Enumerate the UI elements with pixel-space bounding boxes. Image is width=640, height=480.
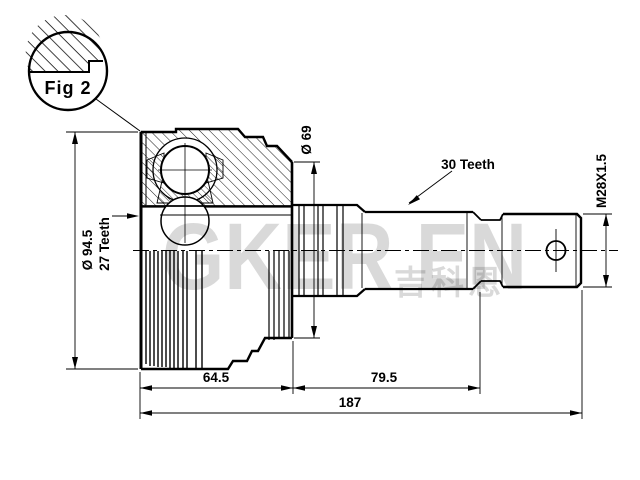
arrow-79-left	[293, 385, 305, 391]
dim-length-lines	[140, 387, 582, 414]
shaft	[293, 203, 583, 298]
dim-shoulder-diameter-label: Ø 69	[299, 125, 314, 154]
bubble-chord	[30, 60, 103, 73]
bubble-circle	[27, 30, 109, 112]
arrow-94-top	[72, 132, 78, 144]
dim-extension-lines	[139, 290, 583, 419]
dimension-lines	[66, 131, 612, 419]
figure-leader-line	[95, 98, 141, 132]
housing-bottom-profile	[141, 336, 292, 371]
arrow-69-top	[311, 162, 317, 174]
arrow-64-right	[281, 385, 293, 391]
arrow-64-left	[140, 385, 152, 391]
dim-housing-length-label: 64.5	[203, 370, 230, 385]
dim-94-lines	[66, 131, 138, 370]
spline-cylinder	[365, 210, 473, 291]
figure-bubble	[25, 15, 141, 132]
dim-69-lines	[294, 161, 320, 339]
arrow-187-right	[570, 410, 582, 416]
arrow-m28-bottom	[603, 275, 609, 287]
dim-shaft-length-label: 79.5	[371, 370, 398, 385]
arrow-69-bottom	[311, 326, 317, 338]
dim-overall-length-label: 187	[339, 395, 362, 410]
rear-step-lines	[268, 251, 290, 340]
dim-inner-spline-label: 27 Teeth	[97, 217, 112, 271]
dim-shaft-spline-label: 30 Teeth	[441, 157, 495, 172]
spline-end-chamfer	[472, 211, 482, 290]
arrow-94-bottom	[72, 357, 78, 369]
bubble-hatch-segment	[25, 15, 104, 72]
dim-m28-lines	[583, 213, 612, 288]
arrow-m28-top	[603, 214, 609, 226]
housing-section	[140, 128, 293, 246]
figure-label: Fig 2	[44, 78, 91, 98]
housing-top-profile	[141, 127, 293, 163]
dim-thread-label: M28X1.5	[594, 153, 609, 208]
watermark-cn-text: 吉科恩	[394, 264, 505, 301]
arrow-27-teeth	[127, 213, 139, 219]
boot-clamp-ribs	[145, 251, 203, 368]
dimension-arrowheads	[72, 132, 609, 416]
brand-watermark: GKER EN 吉科恩	[162, 204, 527, 310]
dim-outer-diameter-label: Ø 94.5	[80, 229, 95, 270]
arrow-79-right	[468, 385, 480, 391]
arrow-187-left	[140, 410, 152, 416]
watermark-latin-text: GKER EN	[162, 204, 527, 310]
arrow-30-teeth	[408, 195, 420, 205]
